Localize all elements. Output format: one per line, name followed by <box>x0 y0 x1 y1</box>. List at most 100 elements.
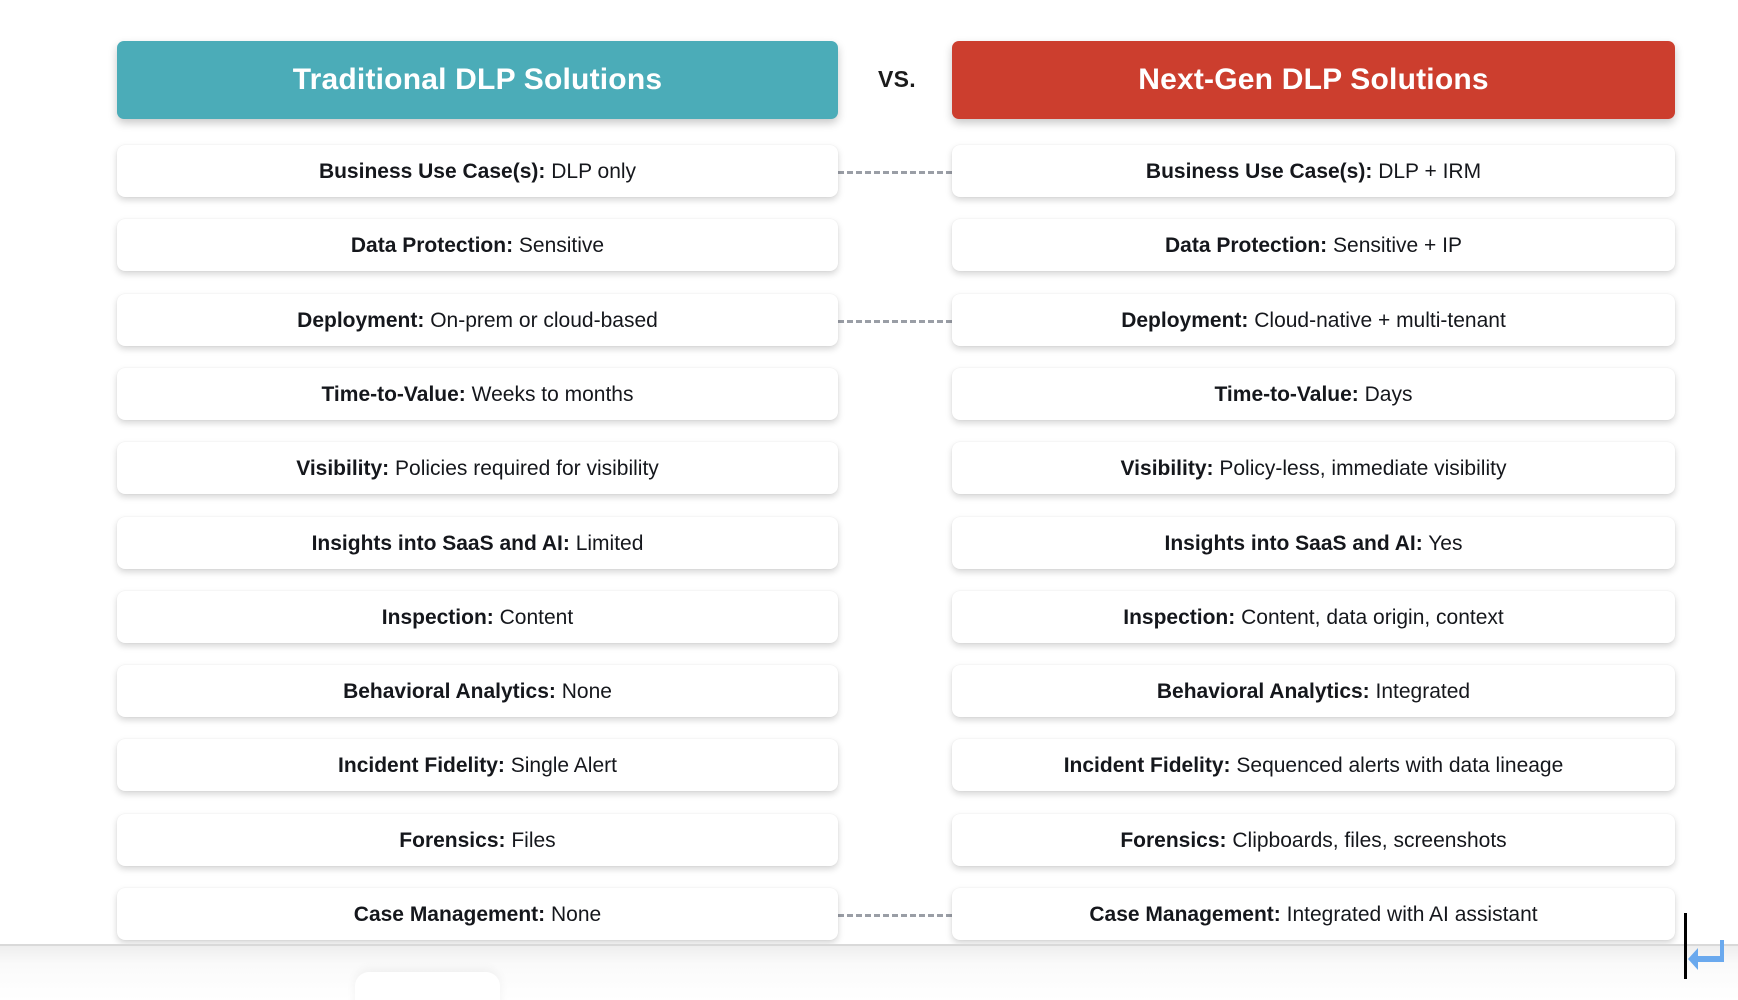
comparison-card-key: Incident Fidelity: <box>1063 753 1231 777</box>
comparison-card-key: Deployment: <box>1121 308 1249 332</box>
comparison-card-left[interactable]: Behavioral Analytics: None <box>117 665 838 717</box>
comparison-card-value: None <box>561 679 612 703</box>
comparison-card-right[interactable]: Forensics: Clipboards, files, screenshot… <box>952 814 1675 866</box>
comparison-card-key: Time-to-Value: <box>1214 382 1359 406</box>
comparison-card-key: Behavioral Analytics: <box>1156 679 1370 703</box>
comparison-card-text: Incident Fidelity: Sequenced alerts with… <box>1064 755 1564 776</box>
comparison-card-right[interactable]: Data Protection: Sensitive + IP <box>952 219 1675 271</box>
comparison-card-text: Business Use Case(s): DLP only <box>319 161 636 182</box>
comparison-card-key: Inspection: <box>1123 605 1236 629</box>
comparison-card-left[interactable]: Visibility: Policies required for visibi… <box>117 442 838 494</box>
comparison-card-value: Sequenced alerts with data lineage <box>1236 753 1564 777</box>
column-header-traditional-label: Traditional DLP Solutions <box>292 63 663 96</box>
comparison-card-value: Content <box>499 605 574 629</box>
comparison-card-value: Yes <box>1428 531 1463 555</box>
comparison-card-text: Data Protection: Sensitive + IP <box>1165 235 1462 256</box>
comparison-card-right[interactable]: Insights into SaaS and AI: Yes <box>952 517 1675 569</box>
comparison-card-key: Insights into SaaS and AI: <box>311 531 570 555</box>
comparison-card-key: Inspection: <box>381 605 494 629</box>
comparison-card-text: Case Management: Integrated with AI assi… <box>1089 904 1537 925</box>
comparison-card-value: DLP only <box>551 159 637 183</box>
comparison-card-value: DLP + IRM <box>1378 159 1482 183</box>
comparison-card-left[interactable]: Business Use Case(s): DLP only <box>117 145 838 197</box>
comparison-card-right[interactable]: Behavioral Analytics: Integrated <box>952 665 1675 717</box>
comparison-card-value: Content, data origin, context <box>1241 605 1504 629</box>
comparison-card-value: Limited <box>575 531 644 555</box>
comparison-card-left[interactable]: Incident Fidelity: Single Alert <box>117 739 838 791</box>
comparison-card-key: Forensics: <box>1120 828 1227 852</box>
comparison-card-text: Forensics: Clipboards, files, screenshot… <box>1120 830 1506 851</box>
comparison-card-text: Case Management: None <box>354 904 601 925</box>
comparison-card-right[interactable]: Business Use Case(s): DLP + IRM <box>952 145 1675 197</box>
comparison-card-text: Business Use Case(s): DLP + IRM <box>1146 161 1481 182</box>
comparison-card-value: Cloud-native + multi-tenant <box>1254 308 1506 332</box>
versus-text: VS. <box>878 66 916 92</box>
comparison-card-right[interactable]: Inspection: Content, data origin, contex… <box>952 591 1675 643</box>
comparison-card-value: Weeks to months <box>471 382 634 406</box>
column-header-nextgen-label: Next-Gen DLP Solutions <box>1138 63 1489 96</box>
comparison-card-key: Data Protection: <box>1164 233 1328 257</box>
comparison-card-left[interactable]: Time-to-Value: Weeks to months <box>117 368 838 420</box>
comparison-card-left[interactable]: Inspection: Content <box>117 591 838 643</box>
comparison-card-text: Visibility: Policy-less, immediate visib… <box>1121 458 1507 479</box>
comparison-card-text: Deployment: On-prem or cloud-based <box>297 310 658 331</box>
comparison-card-key: Case Management: <box>1089 902 1281 926</box>
comparison-card-text: Time-to-Value: Days <box>1214 384 1412 405</box>
comparison-card-text: Inspection: Content, data origin, contex… <box>1123 607 1504 628</box>
comparison-card-key: Insights into SaaS and AI: <box>1164 531 1423 555</box>
comparison-card-text: Behavioral Analytics: None <box>343 681 612 702</box>
comparison-card-key: Deployment: <box>297 308 425 332</box>
comparison-card-text: Forensics: Files <box>399 830 555 851</box>
comparison-card-text: Visibility: Policies required for visibi… <box>296 458 659 479</box>
bottom-divider <box>0 944 1738 946</box>
comparison-card-key: Forensics: <box>399 828 506 852</box>
comparison-card-left[interactable]: Data Protection: Sensitive <box>117 219 838 271</box>
comparison-card-key: Business Use Case(s): <box>1145 159 1373 183</box>
comparison-card-right[interactable]: Time-to-Value: Days <box>952 368 1675 420</box>
comparison-card-right[interactable]: Case Management: Integrated with AI assi… <box>952 888 1675 940</box>
comparison-card-value: On-prem or cloud-based <box>430 308 658 332</box>
comparison-card-right[interactable]: Visibility: Policy-less, immediate visib… <box>952 442 1675 494</box>
bottom-fade-overlay <box>0 946 1738 1000</box>
comparison-card-value: Days <box>1364 382 1413 406</box>
comparison-card-left[interactable]: Forensics: Files <box>117 814 838 866</box>
comparison-card-text: Insights into SaaS and AI: Limited <box>312 533 644 554</box>
row-connector-line <box>838 171 952 174</box>
column-header-nextgen: Next-Gen DLP Solutions <box>952 41 1675 119</box>
comparison-card-key: Time-to-Value: <box>321 382 466 406</box>
comparison-card-value: Policy-less, immediate visibility <box>1219 456 1507 480</box>
comparison-card-key: Behavioral Analytics: <box>343 679 556 703</box>
comparison-card-right[interactable]: Deployment: Cloud-native + multi-tenant <box>952 294 1675 346</box>
comparison-card-key: Visibility: <box>1120 456 1214 480</box>
comparison-card-value: Integrated with AI assistant <box>1286 902 1538 926</box>
comparison-card-left[interactable]: Case Management: None <box>117 888 838 940</box>
comparison-card-text: Data Protection: Sensitive <box>351 235 604 256</box>
comparison-card-text: Deployment: Cloud-native + multi-tenant <box>1121 310 1506 331</box>
comparison-card-value: Policies required for visibility <box>395 456 659 480</box>
comparison-card-left[interactable]: Deployment: On-prem or cloud-based <box>117 294 838 346</box>
versus-label: VS. <box>862 66 932 93</box>
comparison-card-right[interactable]: Incident Fidelity: Sequenced alerts with… <box>952 739 1675 791</box>
comparison-card-text: Time-to-Value: Weeks to months <box>321 384 633 405</box>
comparison-card-value: Integrated <box>1375 679 1471 703</box>
comparison-card-key: Visibility: <box>296 456 390 480</box>
comparison-card-value: Sensitive <box>518 233 605 257</box>
comparison-card-key: Incident Fidelity: <box>338 753 505 777</box>
comparison-card-text: Incident Fidelity: Single Alert <box>338 755 617 776</box>
comparison-card-value: Single Alert <box>510 753 617 777</box>
comparison-card-value: None <box>551 902 602 926</box>
column-header-traditional: Traditional DLP Solutions <box>117 41 838 119</box>
text-caret-icon <box>1684 913 1687 979</box>
comparison-card-text: Behavioral Analytics: Integrated <box>1157 681 1470 702</box>
comparison-card-key: Case Management: <box>353 902 546 926</box>
comparison-card-text: Insights into SaaS and AI: Yes <box>1165 533 1463 554</box>
comparison-card-text: Inspection: Content <box>382 607 573 628</box>
partially-visible-card <box>355 972 500 1000</box>
row-connector-line <box>838 914 952 917</box>
comparison-card-key: Business Use Case(s): <box>318 159 546 183</box>
comparison-card-key: Data Protection: <box>350 233 514 257</box>
comparison-card-left[interactable]: Insights into SaaS and AI: Limited <box>117 517 838 569</box>
row-connector-line <box>838 320 952 323</box>
return-arrow-icon <box>1688 940 1724 970</box>
